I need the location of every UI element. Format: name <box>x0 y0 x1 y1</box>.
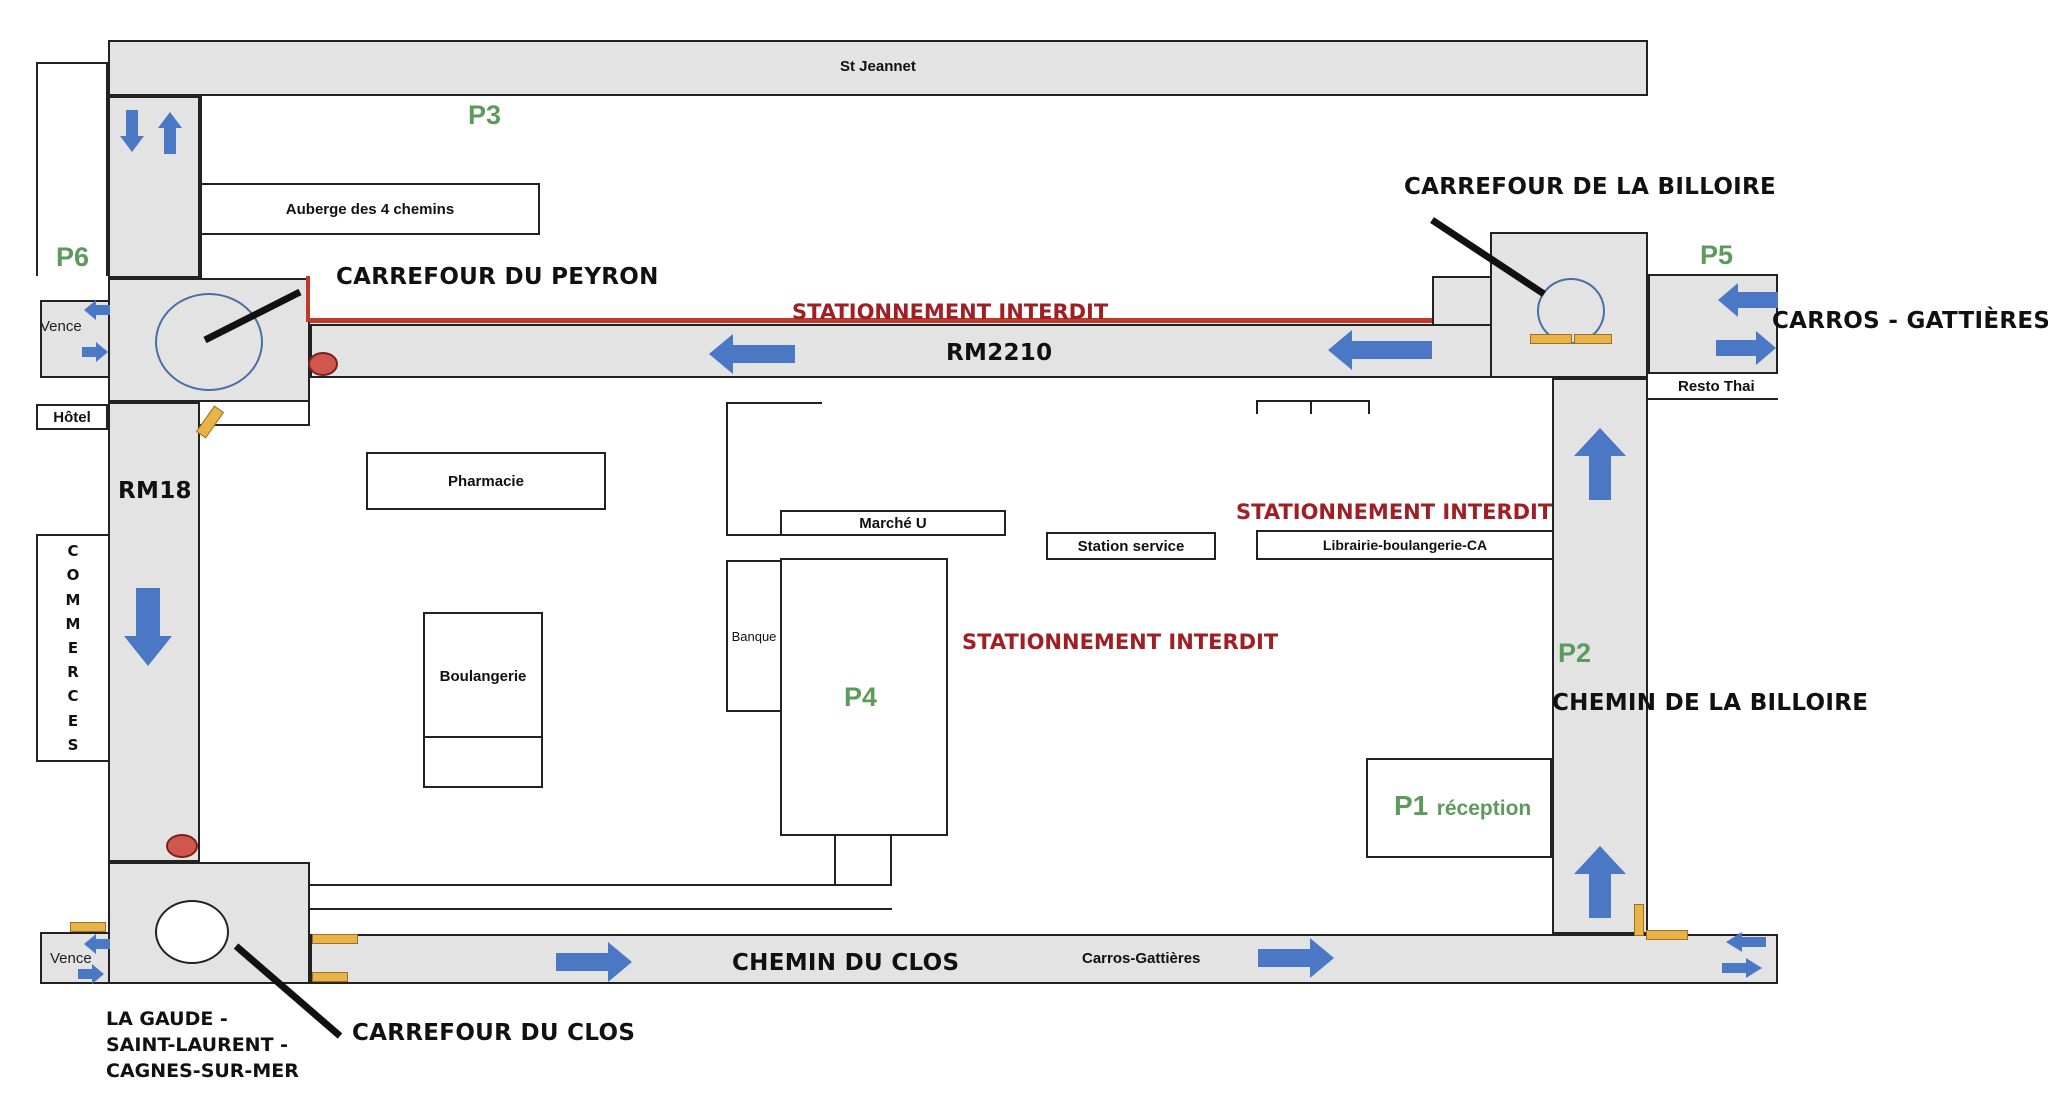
label-vence-top: Vence <box>40 318 82 335</box>
commerces-letter: O <box>66 566 80 585</box>
arrow-east-exit-left <box>1726 932 1766 952</box>
label-chemin-clos: CHEMIN DU CLOS <box>732 950 960 976</box>
commerces-letter: E <box>67 711 79 730</box>
label-carros-gattieres-small: Carros-Gattières <box>1082 950 1201 967</box>
label-carros-gattieres: CARROS - GATTIÈRES <box>1772 308 2048 334</box>
building-pharmacie: Pharmacie <box>366 452 606 510</box>
building-boulangerie: Boulangerie <box>423 612 543 738</box>
rm2210-side-lane <box>1432 276 1492 326</box>
no-parking-line-left <box>306 276 310 322</box>
label-chemin-billoire: CHEMIN DE LA BILLOIRE <box>1552 690 1869 716</box>
label-carrefour-clos: CARREFOUR DU CLOS <box>352 1020 636 1046</box>
barrier-billoire-south-a <box>1634 904 1644 936</box>
resto-thai-line <box>1648 398 1778 400</box>
commerces-letter: S <box>67 735 79 754</box>
hotel-connector <box>200 402 310 426</box>
label-st-jeannet: St Jeannet <box>840 58 916 75</box>
arrow-rm18-down <box>124 588 172 666</box>
barrier-clos-left <box>70 922 106 932</box>
arrow-vence-bottom-right <box>78 964 104 984</box>
arrow-vence-top-left <box>84 300 110 320</box>
barrier-clos-right-b <box>312 972 348 982</box>
rm18-road-north <box>108 96 200 278</box>
arrow-carros-right <box>1716 331 1776 365</box>
label-vence-bottom: Vence <box>50 950 92 967</box>
label-carrefour-billoire: CARREFOUR DE LA BILLOIRE <box>1404 174 1777 200</box>
commerces-letter: M <box>65 614 81 633</box>
peyron-roundabout-icon <box>155 293 263 391</box>
barrier-billoire-south-b <box>1646 930 1688 940</box>
barrier-billoire-a <box>1530 334 1572 344</box>
arrow-clos-right-1 <box>556 942 632 982</box>
commerces-letter: R <box>67 663 79 682</box>
p4-entrance-left <box>834 836 836 886</box>
label-p1-group: P1 réception <box>1394 790 1531 822</box>
barrier-clos-right-a <box>312 934 358 944</box>
building-hotel: Hôtel <box>36 404 108 430</box>
p4-entrance-bottom <box>310 884 892 886</box>
label-p6: P6 <box>56 242 90 272</box>
arrow-billoire-up-1 <box>1574 428 1626 500</box>
pointer-clos <box>233 943 343 1039</box>
marche-u-outline <box>726 402 822 536</box>
north-block-line <box>200 96 202 278</box>
label-p2: P2 <box>1558 638 1592 668</box>
label-p1-sub: réception <box>1436 797 1532 820</box>
label-resto-thai: Resto Thai <box>1678 378 1755 395</box>
p4-entrance-bottom2 <box>310 908 892 910</box>
building-librairie: Librairie-boulangerie-CA <box>1256 530 1554 560</box>
chemin-du-clos-road <box>310 934 1778 984</box>
label-rm2210: RM2210 <box>946 340 1053 366</box>
building-banque: Banque <box>726 560 782 712</box>
label-p4: P4 <box>844 682 878 712</box>
arrow-clos-right-2 <box>1258 938 1334 978</box>
arrow-carros-left <box>1718 283 1778 317</box>
crossing-marker-north <box>308 352 338 376</box>
label-p3: P3 <box>468 100 502 130</box>
warning-no-parking-right: STATIONNEMENT INTERDIT <box>1236 500 1553 524</box>
commerces-letter: E <box>67 638 79 657</box>
arrow-rm2210-left-1 <box>709 334 795 374</box>
arrow-vence-bottom-left <box>84 934 110 954</box>
barrier-billoire-b <box>1574 334 1612 344</box>
p4-parking-area <box>780 558 948 836</box>
label-carrefour-peyron: CARREFOUR DU PEYRON <box>336 264 659 290</box>
arrow-billoire-up-2 <box>1574 846 1626 918</box>
label-la-gaude: LA GAUDE - SAINT-LAURENT - CAGNES-SUR-ME… <box>106 1008 299 1082</box>
label-p5: P5 <box>1700 240 1734 270</box>
vence-left-boundary <box>36 62 108 276</box>
warning-no-parking-center: STATIONNEMENT INTERDIT <box>962 630 1279 654</box>
pointer-peyron <box>203 288 302 344</box>
pointer-billoire <box>1430 217 1546 297</box>
arrow-rm2210-left-2 <box>1328 330 1432 370</box>
clos-roundabout-icon <box>155 900 229 964</box>
arrow-east-exit-right <box>1722 958 1762 978</box>
label-rm18: RM18 <box>118 478 192 504</box>
warning-no-parking-top: STATIONNEMENT INTERDIT <box>792 300 1109 324</box>
label-p1: P1 <box>1394 790 1429 821</box>
crossing-marker-south <box>166 834 198 858</box>
no-parking-line <box>310 318 1432 323</box>
commerces-letter: C <box>67 542 79 561</box>
commerces-letter: C <box>67 687 79 706</box>
p4-entrance-right <box>890 836 892 886</box>
p1-reception-area <box>1366 758 1552 858</box>
arrow-vence-top-right <box>82 342 108 362</box>
commerces-letter: M <box>65 590 81 609</box>
librairie-roof-mid <box>1310 400 1312 414</box>
building-auberge: Auberge des 4 chemins <box>200 183 540 235</box>
st-jeannet-road <box>108 40 1648 96</box>
librairie-roof <box>1256 400 1370 414</box>
building-marche-u: Marché U <box>780 510 1006 536</box>
building-station-service: Station service <box>1046 532 1216 560</box>
building-boulangerie-annex <box>423 736 543 788</box>
arrow-north-down <box>120 110 144 152</box>
arrow-north-up <box>158 112 182 154</box>
